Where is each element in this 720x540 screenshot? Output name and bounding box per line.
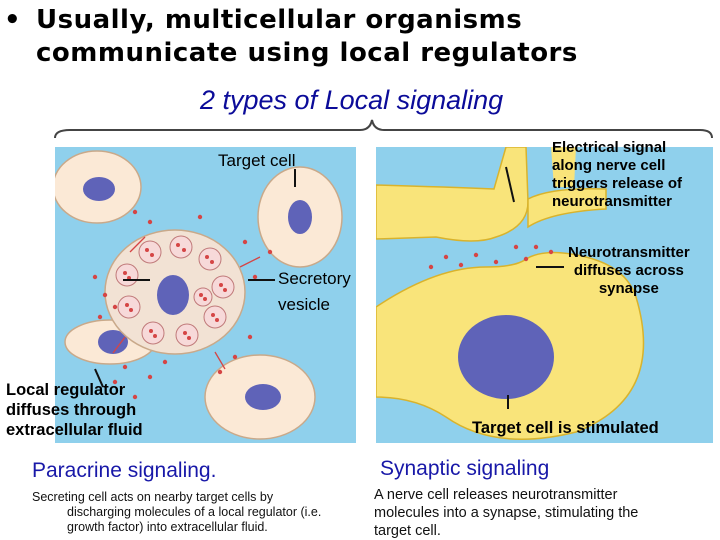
target-cell <box>257 166 343 268</box>
synaptic-heading: Synaptic signaling <box>380 457 550 480</box>
subtitle: 2 types of Local signaling <box>200 85 504 115</box>
target-cell <box>376 251 645 440</box>
target-stimulated-label: Target cell is stimulated <box>472 419 659 437</box>
synaptic-description: A nerve cell releases neurotransmitter m… <box>374 487 639 539</box>
title-text: Usually, multicellular organisms communi… <box>36 5 578 68</box>
local-regulator-label: Local regulator diffuses through extrace… <box>6 381 143 439</box>
synaptic-diagram <box>376 147 713 443</box>
paracrine-description-first-line: Secreting cell acts on nearby target cel… <box>32 490 274 504</box>
electrical-signal-label: Electrical signal along nerve cell trigg… <box>552 139 683 210</box>
paracrine-description: discharging molecules of a local regulat… <box>67 505 322 534</box>
neurotransmitter-dots <box>428 244 554 270</box>
arrow-icon <box>112 236 261 370</box>
target-cell <box>204 354 316 440</box>
regulator-dots <box>92 209 273 400</box>
secretory-vesicle-label: Secretory vesicle <box>278 269 351 314</box>
target-cell <box>55 150 142 224</box>
paracrine-diagram <box>55 147 356 443</box>
neurotransmitter-label: Neurotransmitter diffuses across synapse <box>568 244 690 297</box>
secreting-cell <box>104 229 246 355</box>
nerve-cell <box>376 147 607 242</box>
paracrine-heading: Paracrine signaling. <box>32 459 217 482</box>
target-cell-label: Target cell <box>218 151 296 170</box>
bullet-icon: • <box>4 5 22 35</box>
slide-title: • Usually, multicellular organisms commu… <box>4 4 716 70</box>
